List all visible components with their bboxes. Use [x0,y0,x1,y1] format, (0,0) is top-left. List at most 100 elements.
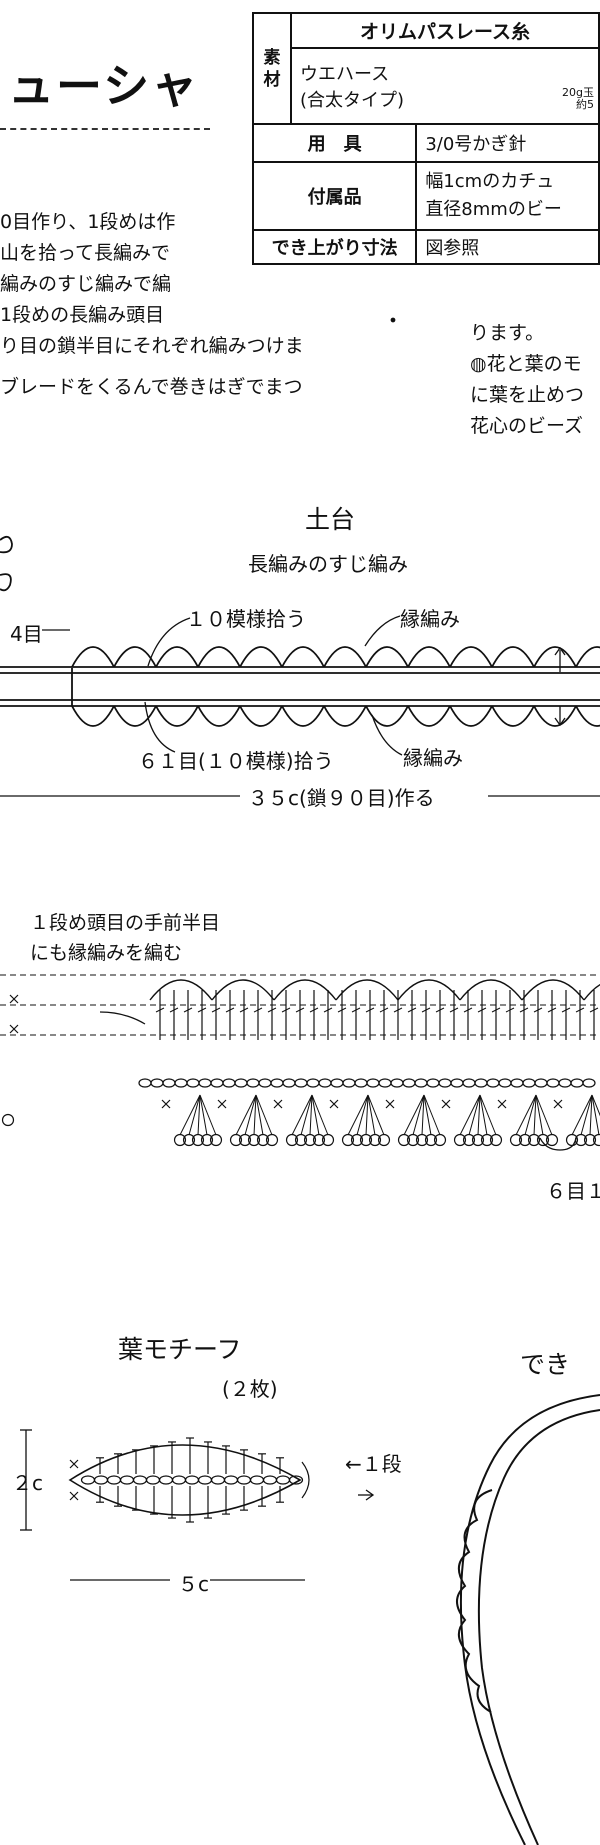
repeat-bracket [539,1137,577,1151]
tr-cross [463,1007,473,1013]
chain-stitch [258,1078,272,1088]
chain-stitch [306,1078,320,1088]
chain-stitch [546,1078,560,1088]
scallop [281,646,325,668]
chart-note-leader [99,1011,146,1025]
fan-stitch [591,1094,600,1117]
picot [285,1133,299,1147]
sc-stitch [553,1099,563,1109]
yarn-amount: 20g玉約5 [562,86,594,111]
sc-stitch [273,1099,283,1109]
tr-cross [477,1007,487,1013]
fan-stitch [477,1094,481,1136]
chain-stitch [486,1078,500,1088]
chain-stitch [138,1078,152,1088]
fan-stitch [571,1094,593,1136]
picot [471,1133,485,1147]
leaf-chain [184,1475,200,1485]
chart-note-line1: １段め頭目の手前半目 [30,912,221,934]
chain-stitch [450,1078,464,1088]
scallop [365,646,409,668]
fan-stitch [535,1094,544,1136]
tr-cross [561,1007,571,1013]
tr-cross [155,1007,165,1013]
fan-stitch [533,1094,537,1136]
tr-cross [435,1007,445,1013]
scallop [281,705,325,727]
stitch-chart [0,974,600,1147]
fan-stitch [367,1094,385,1136]
base-pickup-top: １０模様拾う [186,607,306,631]
fan-stitch [479,1094,497,1136]
fan-stitch [244,1094,257,1136]
fan-stitch [365,1094,369,1136]
instructions-right: ります。 ◍花と葉のモ に葉を止めつ 花心のビーズ [470,318,584,442]
tr-cross [337,1007,347,1013]
fan-stitch [356,1094,369,1136]
picot [397,1133,411,1147]
instruction-line: 0目作り、1段めは作 [0,211,176,233]
scallop [71,646,115,668]
leaf-chain [158,1475,174,1485]
instruction-line: 山を拾って長編みで [0,242,171,264]
chain-stitch [570,1078,584,1088]
instruction-line: 1段めの長編み頭目 [0,304,165,326]
arch [211,979,275,1001]
chain-stitch [246,1078,260,1088]
fan-stitch [291,1094,313,1136]
base-edging-bottom: 縁編み [403,746,463,770]
fan-stitch [423,1094,432,1136]
fan-stitch [468,1094,481,1136]
chain-stitch [378,1078,392,1088]
finished-title: でき [520,1350,571,1379]
leaf-chain [210,1475,226,1485]
chain-stitch [186,1078,200,1088]
leaf-chain [288,1475,304,1485]
picot [424,1133,438,1147]
leaf-sc [69,1459,79,1469]
leaf-chain [197,1475,213,1485]
materials-col-label: 素材 [252,12,292,125]
chain-stitch [282,1078,296,1088]
picot [265,1133,279,1147]
fan-stitch [255,1094,273,1136]
fan-stitch [255,1094,264,1136]
picot [509,1133,523,1147]
scallop [533,646,577,668]
chain-stitch [222,1078,236,1088]
leader-lines [42,615,566,756]
arch [149,979,213,1001]
chain-stitch [294,1078,308,1088]
tr-cross [365,1007,375,1013]
fan-stitch [589,1094,593,1136]
scallop [491,646,535,668]
yarn-line2: (合太タイプ) [300,90,405,111]
picot [359,1133,373,1147]
tr-cross [211,1007,221,1013]
fan-stitch [591,1094,600,1136]
edging-scallops-top [71,646,600,668]
leaf-title: 葉モチーフ [118,1335,242,1364]
chain-stitch [150,1078,164,1088]
picot [527,1133,541,1147]
stray-dot [390,317,396,323]
arch [397,979,461,1001]
tr-cross [309,1007,319,1013]
tr-cross [533,1007,543,1013]
tr-cross [505,1007,515,1013]
fan-stitch [199,1094,217,1136]
picot [191,1133,205,1147]
leaf-chain [249,1475,265,1485]
leaf-chain [145,1475,161,1485]
arch [459,979,523,1001]
fan-stitch [311,1094,320,1136]
base-pickup-bottom: ６１目(１０模様)拾う [138,749,334,773]
arch [583,984,600,1001]
base-edging-top: 縁編み [400,607,460,631]
chain-stitch [162,1078,176,1088]
scallop [365,705,409,727]
finished-headband [456,1394,600,1845]
chain-stitch [174,1078,188,1088]
tr-cross [239,1007,249,1013]
tr-cross [225,1007,235,1013]
